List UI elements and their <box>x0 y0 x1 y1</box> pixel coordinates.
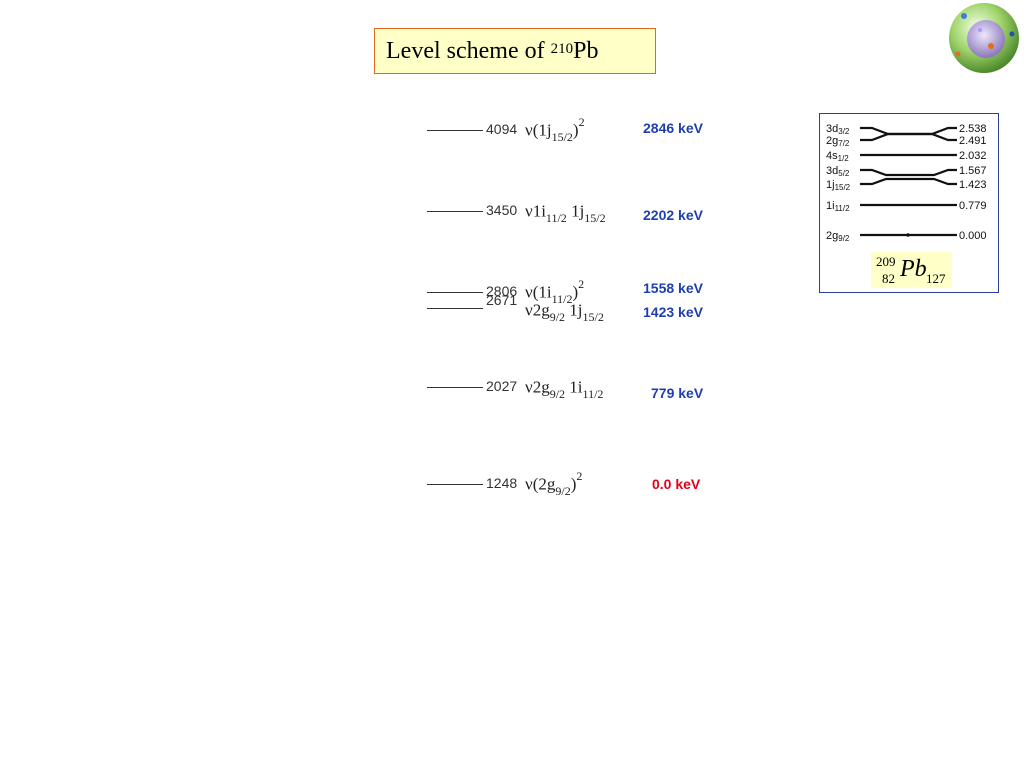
config-sub1: 11/2 <box>545 211 567 226</box>
config-sup: 2 <box>578 115 585 129</box>
config-pre: 2g <box>532 377 550 397</box>
orbital-sub: 1/2 <box>838 154 850 163</box>
nucleus-symbol: Pb <box>900 256 927 282</box>
level-line <box>427 387 483 388</box>
orbital-energy: 2.491 <box>959 135 987 147</box>
orbital-main: 1j <box>826 179 835 191</box>
level-line <box>427 292 483 293</box>
config-sub1: 9/2 <box>555 484 571 499</box>
nucleus-label: 209 82 Pb 127 <box>871 252 952 288</box>
orbital-line <box>860 168 957 177</box>
orbital-energy: 0.779 <box>959 200 987 212</box>
config-sub2: 15/2 <box>582 310 604 325</box>
orbital-sub: 11/2 <box>835 204 851 213</box>
level-energy: 1248 <box>486 475 518 491</box>
level-configuration: ν2g9/2 1i11/2 <box>525 375 603 401</box>
config-nu: ν <box>525 300 533 320</box>
config-sup: 2 <box>578 277 585 291</box>
config-nu: ν <box>525 282 533 302</box>
orbital-sub: 7/2 <box>838 139 850 148</box>
level-energy: 2806 <box>486 283 518 299</box>
config-mid: 1j <box>565 300 583 320</box>
level-energy: 2027 <box>486 378 518 394</box>
orbital-energy: 1.567 <box>959 165 987 177</box>
excitation-energy-label: 1558 keV <box>643 280 703 296</box>
excitation-energy-label: 1423 keV <box>643 304 703 320</box>
level-energy: 3450 <box>486 202 518 218</box>
orbital-sub: 15/2 <box>835 183 851 192</box>
config-sup: 2 <box>576 469 583 483</box>
excitation-energy-label: 2202 keV <box>643 207 703 223</box>
excitation-energy-label: 2846 keV <box>643 120 703 136</box>
config-sub1: 15/2 <box>551 130 573 145</box>
excitation-energy-label: 0.0 keV <box>652 476 701 492</box>
level-configuration: ν1i11/2 1j15/2 <box>525 199 606 225</box>
config-mid: ) <box>572 282 579 302</box>
nucleus-n: 127 <box>926 271 946 286</box>
orbital-energy: 2.032 <box>959 150 987 162</box>
orbital-line <box>860 132 957 142</box>
level-energy: 2671 <box>486 292 518 308</box>
orbital-sub: 3/2 <box>838 127 850 136</box>
orbital-main: 3d <box>826 165 838 177</box>
level-energy: 4094 <box>486 121 518 137</box>
orbital-sub: 9/2 <box>838 234 850 243</box>
config-sub1: 9/2 <box>549 387 566 402</box>
orbital-energy: 1.423 <box>959 179 987 191</box>
orbital-main: 2g <box>826 230 838 242</box>
orbital-label: 1i11/2 <box>826 200 850 213</box>
config-pre: 1i <box>532 201 546 221</box>
orbital-label: 2g9/2 <box>826 230 850 243</box>
excitation-energy-label: 779 keV <box>651 385 704 401</box>
orbital-label: 3d3/2 <box>826 123 850 136</box>
orbital-line <box>860 177 957 186</box>
config-mid: ) <box>570 474 577 494</box>
orbital-label: 4s1/2 <box>826 150 849 163</box>
level-line <box>427 308 483 309</box>
level-configuration: ν(1i11/2)2 <box>525 277 585 307</box>
orbital-marker <box>906 233 910 237</box>
nucleus-mass: 209 <box>876 254 896 269</box>
nucleus-sphere-icon <box>949 3 1019 73</box>
level-line <box>427 484 483 485</box>
orbital-label: 2g7/2 <box>826 135 850 148</box>
title-mass: 210 <box>550 40 574 57</box>
config-mid: ) <box>572 120 579 140</box>
orbital-main: 2g <box>826 135 838 147</box>
orbital-main: 3d <box>826 123 838 135</box>
config-sub1: 11/2 <box>551 292 573 307</box>
orbital-sub: 5/2 <box>838 169 850 178</box>
config-mid: 1j <box>566 201 585 221</box>
level-line <box>427 130 483 131</box>
config-pre: (1i <box>532 282 552 302</box>
orbital-energy: 0.000 <box>959 230 987 242</box>
orbital-energy: 2.538 <box>959 123 987 135</box>
orbital-label: 1j15/2 <box>826 179 851 192</box>
orbital-main: 1i <box>826 200 835 212</box>
level-configuration: ν2g9/2 1j15/2 <box>525 298 604 324</box>
orbital-label: 3d5/2 <box>826 165 850 178</box>
config-mid: 1i <box>565 377 583 397</box>
config-nu: ν <box>525 201 533 221</box>
config-sub1: 9/2 <box>549 310 566 325</box>
config-pre: (1j <box>532 120 552 140</box>
config-nu: ν <box>525 474 533 494</box>
config-pre: (2g <box>532 474 556 494</box>
config-sub2: 11/2 <box>582 387 604 402</box>
title-element: Pb <box>573 37 599 64</box>
orbital-main: 4s <box>826 150 838 162</box>
nucleus-z: 82 <box>882 271 895 286</box>
config-nu: ν <box>525 377 533 397</box>
config-nu: ν <box>525 120 533 140</box>
level-line <box>427 211 483 212</box>
level-configuration: ν(2g9/2)2 <box>525 469 583 499</box>
config-pre: 2g <box>532 300 550 320</box>
config-sub2: 15/2 <box>584 211 606 226</box>
title-text: Level scheme of <box>386 37 551 64</box>
level-configuration: ν(1j15/2)2 <box>525 115 585 145</box>
